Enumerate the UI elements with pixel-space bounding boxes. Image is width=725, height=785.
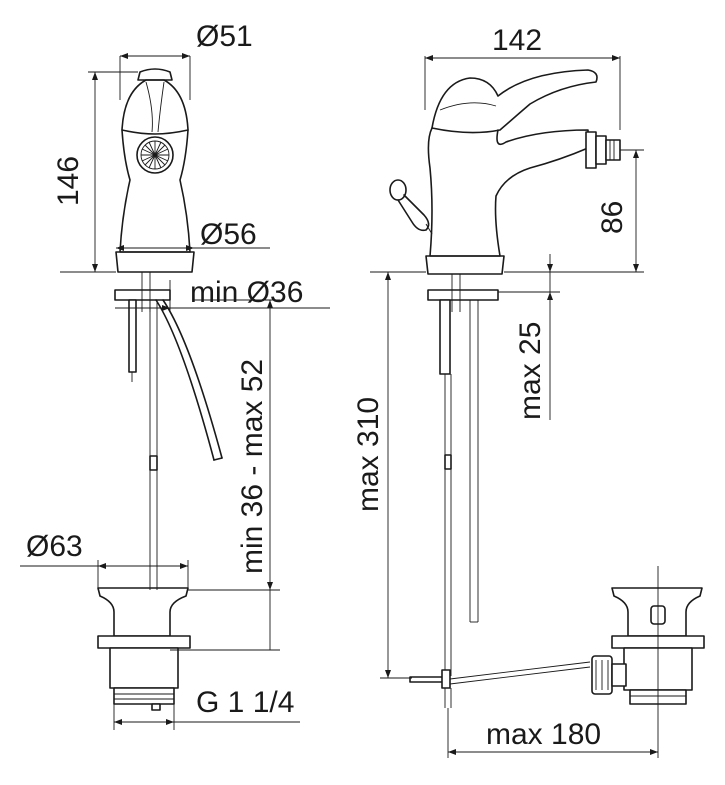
spout-tip [605, 139, 621, 161]
side-popup-rod [439, 299, 451, 375]
popup-rod [128, 299, 137, 373]
hose-inner [162, 299, 223, 459]
side-base [425, 255, 505, 275]
side-plate [427, 289, 499, 301]
drain-body [109, 647, 179, 689]
drain-thread [113, 687, 175, 705]
dim-g114: G 1 1/4 [196, 686, 294, 719]
dim-min-d36: min Ø36 [190, 276, 303, 309]
dim-max310: max 310 [352, 397, 385, 512]
dim-d56: Ø56 [200, 218, 257, 251]
dim-146: 146 [52, 156, 85, 206]
side-view [389, 69, 705, 708]
dim-max25: max 25 [514, 322, 547, 420]
front-handle [121, 79, 189, 135]
dim-86: 86 [596, 201, 629, 234]
aerator [136, 136, 174, 174]
dim-d51: Ø51 [196, 20, 253, 53]
side-dimensions [370, 55, 659, 758]
hose-outer [155, 299, 215, 461]
drain-flange [97, 587, 189, 637]
spout-ring [585, 131, 597, 169]
dim-142: 142 [492, 24, 542, 57]
linkage-rod [409, 676, 447, 683]
front-plate [114, 289, 171, 301]
front-base [115, 251, 195, 273]
aerator-pattern [141, 141, 169, 169]
front-dimensions [20, 53, 330, 730]
dim-min36-max52: min 36 - max 52 [236, 359, 269, 574]
front-view [97, 68, 223, 711]
side-lever [431, 69, 598, 134]
drain-nut [97, 635, 191, 649]
dim-d63: Ø63 [26, 530, 83, 563]
side-body [427, 127, 589, 257]
dim-max180: max 180 [486, 718, 601, 751]
pull-knob [389, 179, 407, 201]
pull-rod [397, 194, 430, 232]
handle-cap [137, 68, 173, 81]
